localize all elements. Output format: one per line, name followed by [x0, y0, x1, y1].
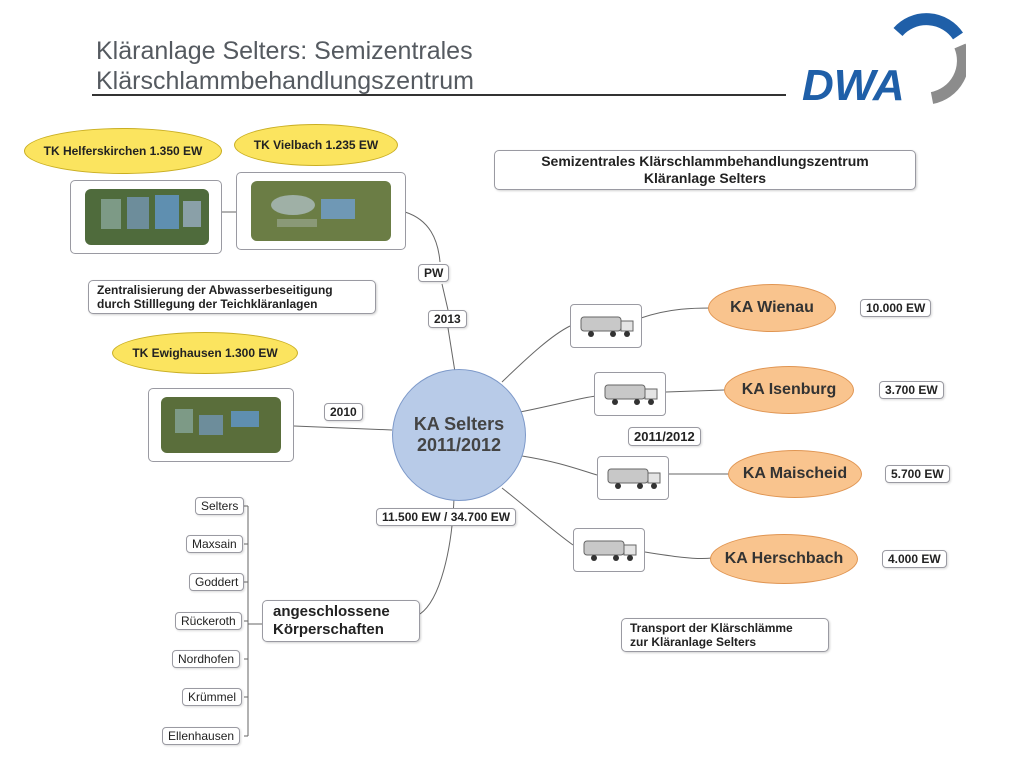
line-truck-isenburg: [665, 389, 725, 393]
municipality-goddert: Goddert: [189, 573, 245, 591]
title-underline: [92, 94, 786, 96]
bubble-vielbach-label: TK Vielbach 1.235 EW: [253, 138, 379, 152]
ew-maischeid: 5.700 EW: [885, 465, 950, 483]
branch-wienau: [501, 325, 571, 383]
truck-wienau: [570, 304, 642, 348]
ew-isenburg: 3.700 EW: [879, 381, 944, 399]
center-node-line-1: KA Selters: [413, 414, 505, 434]
municipality-nordhofen: Nordhofen: [172, 650, 241, 668]
bubble-helferskirchen: TK Helferskirchen 1.350 EW: [24, 128, 222, 174]
plant-ka-isenburg: KA Isenburg: [724, 366, 854, 414]
branch-herschbach: [501, 487, 574, 546]
tag-2013: 2013: [428, 310, 467, 328]
ew-wienau: 10.000 EW: [860, 299, 932, 317]
branch-pw-2013: [441, 283, 449, 311]
center-node-ka-selters: KA Selters 2011/2012: [392, 369, 526, 501]
plant-name: KA Maischeid: [742, 465, 848, 482]
header-box-line-2: Kläranlage Selters: [643, 170, 767, 186]
photo-vielbach: [236, 172, 406, 250]
municipality-kruemmel: Krümmel: [182, 688, 243, 706]
municipality-maxsain: Maxsain: [186, 535, 243, 553]
truck-icon: [604, 384, 658, 405]
bodies-heading: angeschlossene Körperschaften: [262, 600, 420, 642]
note-transport-line-2: zur Kläranlage Selters: [630, 635, 757, 649]
tag-ew-total: 11.500 EW / 34.700 EW: [376, 508, 517, 526]
tag-pw: PW: [418, 264, 450, 282]
truck-herschbach: [573, 528, 645, 572]
bubble-ewighausen-label: TK Ewighausen 1.300 EW: [132, 346, 278, 360]
note-transport: Transport der Klärschlämme zur Kläranlag…: [621, 618, 829, 652]
aerial-photo-icon: [161, 397, 281, 453]
truck-icon: [583, 540, 637, 561]
header-box-line-1: Semizentrales Klärschlammbehandlungszent…: [541, 153, 869, 169]
bubble-vielbach: TK Vielbach 1.235 EW: [234, 124, 398, 166]
branch-maischeid: [521, 455, 598, 476]
plant-ka-herschbach: KA Herschbach: [710, 534, 858, 584]
bodies-heading-line-1: angeschlossene: [273, 603, 390, 620]
header-box: Semizentrales Klärschlammbehandlungszent…: [494, 150, 916, 190]
truck-maischeid: [597, 456, 669, 500]
ew-herschbach: 4.000 EW: [882, 550, 947, 568]
tag-2010: 2010: [324, 403, 363, 421]
aerial-photo-icon: [251, 181, 391, 241]
branch-ewighausen: [293, 425, 393, 431]
center-node-line-2: 2011/2012: [416, 435, 502, 455]
slide-title-line-1: Kläranlage Selters: Semizentrales: [96, 37, 473, 65]
photo-helferskirchen: [70, 180, 222, 254]
line-truck-herschbach: [644, 551, 713, 560]
dwa-logo: DWA: [802, 13, 966, 104]
truck-isenburg: [594, 372, 666, 416]
note-centralisation-line-2: durch Stilllegung der Teichkläranlagen: [97, 297, 318, 311]
note-centralisation-line-1: Zentralisierung der Abwasserbeseitigung: [97, 283, 333, 297]
slide-title: Kläranlage Selters: Semizentrales Klärsc…: [96, 36, 474, 96]
tag-2011-2012: 2011/2012: [628, 427, 701, 446]
plant-name: KA Wienau: [730, 299, 814, 316]
plant-name: KA Isenburg: [741, 381, 837, 398]
municipality-rueckeroth: Rückeroth: [175, 612, 242, 630]
note-transport-line-1: Transport der Klärschlämme: [630, 621, 793, 635]
truck-icon: [607, 468, 661, 489]
bubble-helferskirchen-label: TK Helferskirchen 1.350 EW: [43, 144, 203, 158]
bodies-heading-line-2: Körperschaften: [273, 621, 384, 638]
photo-ewighausen: [148, 388, 294, 462]
municipality-ellenhausen: Ellenhausen: [162, 727, 241, 745]
note-centralisation: Zentralisierung der Abwasserbeseitigung …: [88, 280, 376, 314]
plant-name: KA Herschbach: [724, 550, 844, 567]
truck-icon: [580, 316, 634, 337]
municipality-selters: Selters: [195, 497, 245, 515]
bubble-ewighausen: TK Ewighausen 1.300 EW: [112, 332, 298, 374]
slide-title-line-2: Klärschlammbehandlungszentrum: [96, 67, 474, 95]
branch-vielbach: [404, 211, 441, 263]
plant-ka-maischeid: KA Maischeid: [728, 450, 862, 498]
aerial-photo-icon: [85, 189, 209, 245]
branch-2013-center: [447, 327, 456, 373]
line-truck-wienau: [640, 307, 713, 319]
plant-ka-wienau: KA Wienau: [708, 284, 836, 332]
logo-text: DWA: [802, 61, 905, 104]
branch-isenburg: [519, 395, 597, 413]
